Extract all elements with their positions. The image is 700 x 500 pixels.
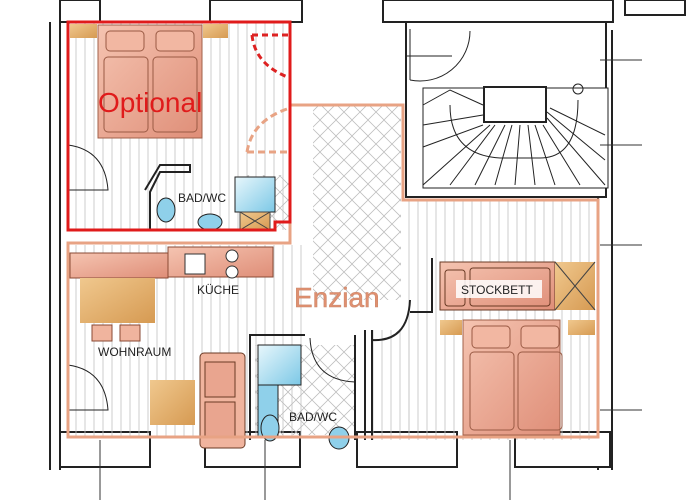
bunk-bed: STOCKBETT	[439, 261, 596, 311]
bathroom-main: BAD/WC	[249, 334, 356, 450]
optional-label: Optional	[98, 87, 202, 118]
living-room-furniture: WOHNRAUM	[67, 278, 246, 449]
room-label-bad-wc-main: BAD/WC	[289, 410, 337, 424]
inner-walls	[364, 258, 433, 440]
room-label-wohnraum: WOHNRAUM	[98, 345, 171, 359]
hallway-floor	[313, 105, 401, 300]
double-bed-optional	[70, 24, 228, 139]
window-markers	[99, 59, 642, 500]
bathroom-optional: BAD/WC	[144, 164, 276, 231]
double-bed-main	[440, 319, 595, 436]
door-optional-dashed	[250, 33, 291, 80]
optional-area-outline	[66, 20, 292, 232]
stairwell	[405, 21, 609, 198]
room-label-bad-wc-optional: BAD/WC	[178, 191, 226, 205]
room-label-stockbett: STOCKBETT	[461, 283, 533, 297]
kitchen: KÜCHE	[69, 246, 274, 297]
apartment-name-label: Enzian	[294, 282, 380, 313]
room-label-kueche: KÜCHE	[197, 283, 239, 297]
